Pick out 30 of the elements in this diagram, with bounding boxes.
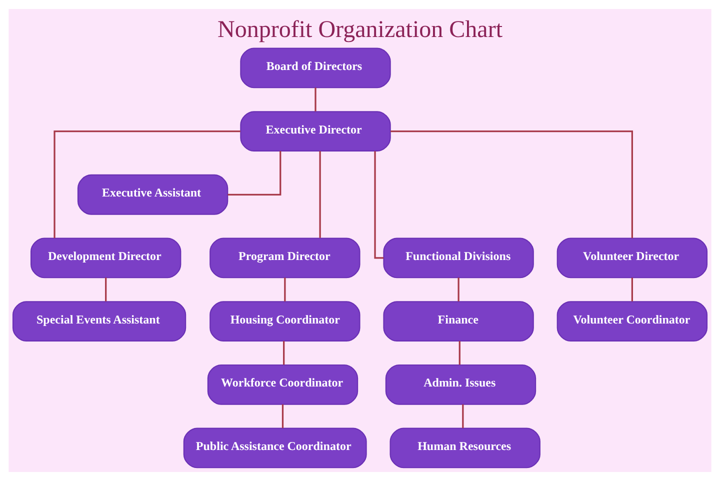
- connector: [390, 130, 633, 238]
- connector: [458, 277, 460, 301]
- connector: [462, 404, 464, 428]
- connector: [228, 150, 282, 195]
- connector: [105, 277, 107, 301]
- node-box: Executive Director: [240, 110, 391, 151]
- node-box: Program Director: [210, 237, 360, 278]
- connector: [283, 340, 285, 364]
- node-box: Volunteer Director: [556, 237, 708, 278]
- node-box: Functional Divisions: [383, 237, 534, 278]
- node-box: Workforce Coordinator: [207, 364, 358, 404]
- connector: [282, 404, 284, 428]
- node-box: Housing Coordinator: [210, 300, 360, 341]
- node-box: Special Events Assistant: [12, 300, 186, 341]
- node-box: Admin. Issues: [385, 364, 536, 404]
- connector: [374, 150, 384, 258]
- node-box: Finance: [383, 300, 534, 341]
- connector: [458, 340, 460, 364]
- node-box: Development Director: [30, 237, 182, 278]
- connector: [631, 277, 633, 301]
- connector: [319, 150, 321, 238]
- node-box: Public Assistance Coordinator: [183, 427, 367, 468]
- connector: [54, 130, 240, 238]
- node-box: Volunteer Coordinator: [556, 300, 708, 341]
- connector: [284, 277, 286, 301]
- node-box: Board of Directors: [240, 47, 391, 88]
- diagram-title: Nonprofit Organization Chart: [217, 16, 503, 42]
- node-box: Executive Assistant: [77, 174, 228, 214]
- connector: [314, 87, 316, 111]
- node-box: Human Resources: [390, 427, 540, 468]
